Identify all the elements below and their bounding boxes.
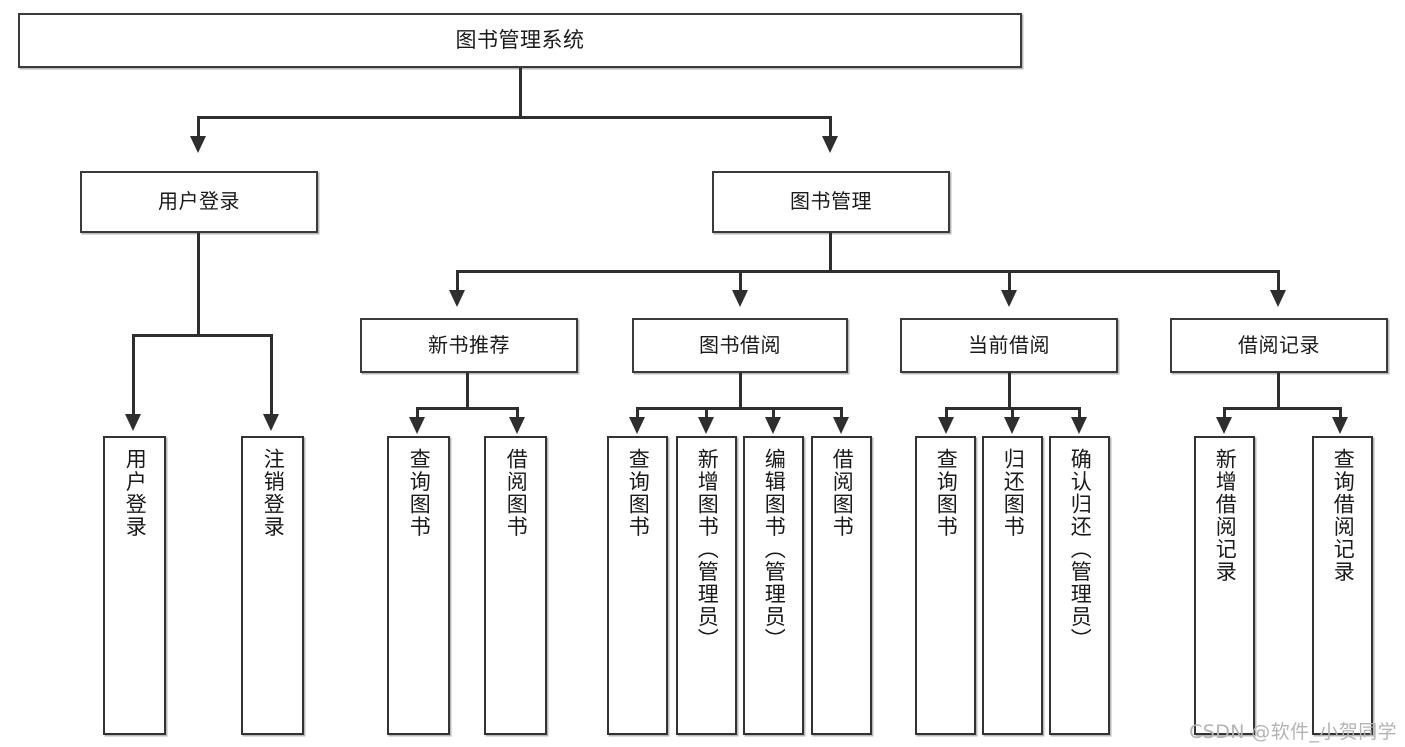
arrowhead-leaf-return-book <box>1004 417 1020 434</box>
arrowhead-leaf-borrow-book-1 <box>509 417 525 434</box>
arrowhead-leaf-borrow-book-2 <box>833 417 849 434</box>
arrowhead-leaf-add-record <box>1216 417 1232 434</box>
node-label: 图书借阅 <box>699 332 781 357</box>
node-leaf-query-record[interactable]: 查询借阅记录 <box>1312 436 1373 735</box>
node-label: 图书管理 <box>790 189 872 214</box>
connector-user-login-stem <box>197 233 200 336</box>
connector-level3-drop-new-book-recommend <box>456 270 459 292</box>
node-label: 用户登录 <box>158 189 240 214</box>
node-label: 查询图书 <box>407 448 432 538</box>
connector-book-borrow-drop-3 <box>772 407 775 419</box>
node-new-book-recommend[interactable]: 新书推荐 <box>360 318 578 373</box>
connector-book-borrow-drop-4 <box>840 407 843 419</box>
arrowhead-user-login <box>190 136 206 153</box>
connector-new-book-recommend-drop-2 <box>516 407 519 419</box>
node-leaf-return-book[interactable]: 归还图书 <box>982 436 1043 735</box>
node-label: 确认归还（管理员） <box>1068 448 1093 651</box>
node-borrow-record[interactable]: 借阅记录 <box>1170 318 1388 373</box>
connector-book-borrow-drop-1 <box>636 407 639 419</box>
node-leaf-add-record[interactable]: 新增借阅记录 <box>1194 436 1255 735</box>
connector-borrow-record-drop-2 <box>1339 407 1342 419</box>
connector-borrow-record-drop-1 <box>1223 407 1226 419</box>
connector-user-login-drop-2 <box>270 334 273 416</box>
node-label: 借阅图书 <box>504 448 529 538</box>
node-label: 查询图书 <box>626 448 651 538</box>
node-label: 图书管理系统 <box>455 28 585 53</box>
connector-current-borrow-stem <box>1008 373 1011 410</box>
watermark-text: CSDN @软件_小贺同学 <box>1189 721 1397 743</box>
connector-book-borrow-drop-2 <box>705 407 708 419</box>
node-label: 当前借阅 <box>968 332 1050 357</box>
arrowhead-leaf-add-book <box>698 417 714 434</box>
node-leaf-query-book-3[interactable]: 查询图书 <box>915 436 976 735</box>
connector-borrow-record-stem <box>1277 373 1280 410</box>
connector-book-borrow-stem <box>739 373 742 410</box>
node-leaf-query-book-1[interactable]: 查询图书 <box>387 436 450 735</box>
node-leaf-confirm-return[interactable]: 确认归还（管理员） <box>1049 436 1110 735</box>
node-leaf-logout-login[interactable]: 注销登录 <box>241 436 304 735</box>
node-label: 用户登录 <box>123 448 148 538</box>
arrowhead-leaf-query-record <box>1332 417 1348 434</box>
connector-current-borrow-drop-2 <box>1011 407 1014 419</box>
node-label: 查询图书 <box>934 448 959 538</box>
connector-new-book-recommend-stem <box>466 373 469 410</box>
connector-level3-drop-current-borrow <box>1008 270 1011 292</box>
arrowhead-new-book-recommend <box>449 290 465 307</box>
node-leaf-borrow-book-2[interactable]: 借阅图书 <box>811 436 872 735</box>
connector-new-book-recommend-drop-1 <box>416 407 419 419</box>
connector-root-stem <box>519 68 522 118</box>
arrowhead-borrow-record <box>1270 290 1286 307</box>
arrowhead-leaf-query-book-3 <box>938 417 954 434</box>
node-leaf-borrow-book-1[interactable]: 借阅图书 <box>484 436 547 735</box>
arrowhead-leaf-user-login <box>125 414 141 431</box>
connector-borrow-record-bus <box>1223 407 1342 410</box>
arrowhead-leaf-edit-book <box>765 417 781 434</box>
node-book-borrow[interactable]: 图书借阅 <box>632 318 848 373</box>
node-label: 新增借阅记录 <box>1213 448 1238 583</box>
node-book-management[interactable]: 图书管理 <box>712 171 950 233</box>
connector-level3-drop-book-borrow <box>739 270 742 292</box>
node-root-book-management-system[interactable]: 图书管理系统 <box>18 13 1022 68</box>
node-label: 编辑图书（管理员） <box>762 448 787 651</box>
arrowhead-book-borrow <box>732 290 748 307</box>
node-label: 新增图书（管理员） <box>695 448 720 651</box>
arrowhead-leaf-query-book-1 <box>409 417 425 434</box>
arrowhead-leaf-query-book-2 <box>629 417 645 434</box>
connector-user-login-bus <box>132 334 273 337</box>
arrowhead-current-borrow <box>1001 290 1017 307</box>
node-leaf-user-login[interactable]: 用户登录 <box>103 436 166 735</box>
node-leaf-edit-book[interactable]: 编辑图书（管理员） <box>743 436 804 735</box>
connector-current-borrow-drop-3 <box>1078 407 1081 419</box>
arrowhead-leaf-logout-login <box>263 414 279 431</box>
connector-level2-drop-book-management <box>829 116 832 138</box>
connector-level2-drop-user-login <box>197 116 200 138</box>
node-label: 借阅记录 <box>1238 332 1320 357</box>
connector-level2-bus <box>197 116 832 119</box>
connector-book-borrow-bus <box>636 407 843 410</box>
node-label: 归还图书 <box>1001 448 1026 538</box>
arrowhead-leaf-confirm-return <box>1071 417 1087 434</box>
connector-book-management-stem <box>829 233 832 273</box>
arrowhead-book-management <box>822 136 838 153</box>
connector-level3-bus <box>456 270 1280 273</box>
node-current-borrow[interactable]: 当前借阅 <box>900 318 1118 373</box>
node-label: 新书推荐 <box>428 332 510 357</box>
node-label: 注销登录 <box>261 448 286 538</box>
node-label: 借阅图书 <box>830 448 855 538</box>
connector-new-book-recommend-bus <box>416 407 519 410</box>
connector-current-borrow-drop-1 <box>945 407 948 419</box>
connector-level3-drop-borrow-record <box>1277 270 1280 292</box>
node-leaf-add-book[interactable]: 新增图书（管理员） <box>676 436 737 735</box>
node-leaf-query-book-2[interactable]: 查询图书 <box>607 436 668 735</box>
node-label: 查询借阅记录 <box>1331 448 1356 583</box>
node-user-login[interactable]: 用户登录 <box>80 171 318 233</box>
connector-user-login-drop-1 <box>132 334 135 416</box>
